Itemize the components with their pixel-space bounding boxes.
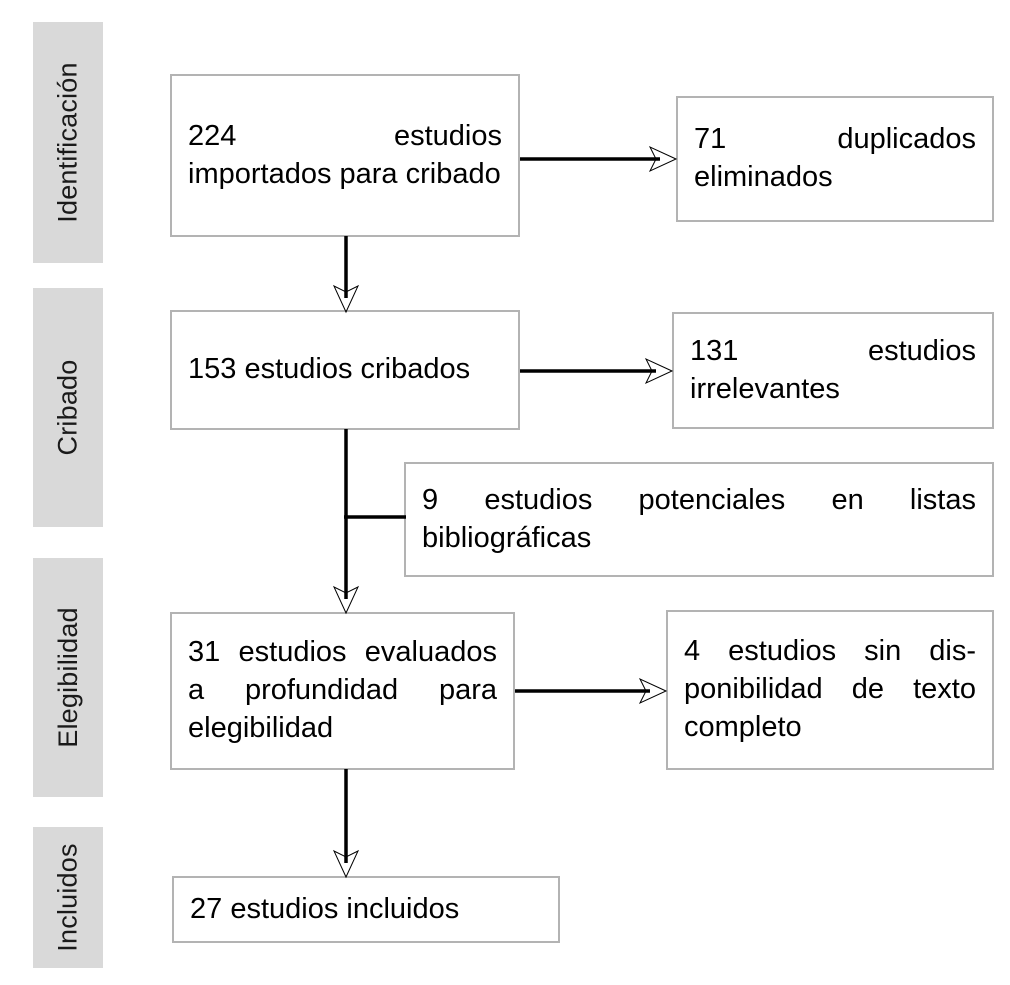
stage-band-elegibilidad: Elegibilidad [33, 558, 103, 797]
stage-label-cribado: Cribado [52, 359, 83, 456]
box-citation-searching-text: 9 estudios potenciales en listas bibliog… [422, 483, 976, 554]
box-irrelevant-studies-text: 131 estudios irrelevantes [690, 334, 976, 405]
box-no-fulltext-text: 4 estudios sin dis­ponibilidad de texto … [684, 635, 976, 743]
box-imported-studies[interactable]: 224 estudios importados para cribado [170, 74, 520, 237]
box-duplicates-removed[interactable]: 71 duplicados eliminados [676, 96, 994, 222]
stage-band-incluidos: Incluidos [33, 827, 103, 968]
box-assessed-studies-text: 31 estudios evalua­dos a profundidad par… [188, 636, 497, 744]
connector-imported-to-duplicates [520, 142, 678, 176]
box-included-studies-text: 27 estudios incluidos [190, 892, 460, 925]
box-screened-studies-text: 153 estudios cribados [188, 353, 471, 386]
box-assessed-studies[interactable]: 31 estudios evalua­dos a profundidad par… [170, 612, 515, 770]
box-no-fulltext[interactable]: 4 estudios sin dis­ponibilidad de texto … [666, 610, 994, 770]
stage-label-incluidos: Incluidos [52, 843, 83, 952]
box-screened-studies[interactable]: 153 estudios cribados [170, 310, 520, 430]
connector-assessed-to-included [329, 769, 363, 879]
box-duplicates-removed-text: 71 duplicados eliminados [694, 123, 976, 193]
stage-label-identificacion: Identificación [52, 62, 83, 223]
stage-band-cribado: Cribado [33, 288, 103, 527]
connector-imported-to-screened [329, 236, 363, 314]
connector-citation-to-trunk [344, 512, 406, 522]
stage-label-elegibilidad: Elegibilidad [52, 607, 83, 748]
box-citation-searching[interactable]: 9 estudios potenciales en listas bibliog… [404, 462, 994, 577]
box-irrelevant-studies[interactable]: 131 estudios irrelevantes [672, 312, 994, 429]
connector-screened-to-assessed [329, 429, 363, 615]
connector-screened-to-irrelevant [520, 354, 674, 388]
box-included-studies[interactable]: 27 estudios incluidos [172, 876, 560, 943]
box-imported-studies-text: 224 estudios importados para cribado [188, 119, 502, 190]
stage-band-identificacion: Identificación [33, 22, 103, 263]
connector-assessed-to-nofulltext [515, 674, 668, 708]
